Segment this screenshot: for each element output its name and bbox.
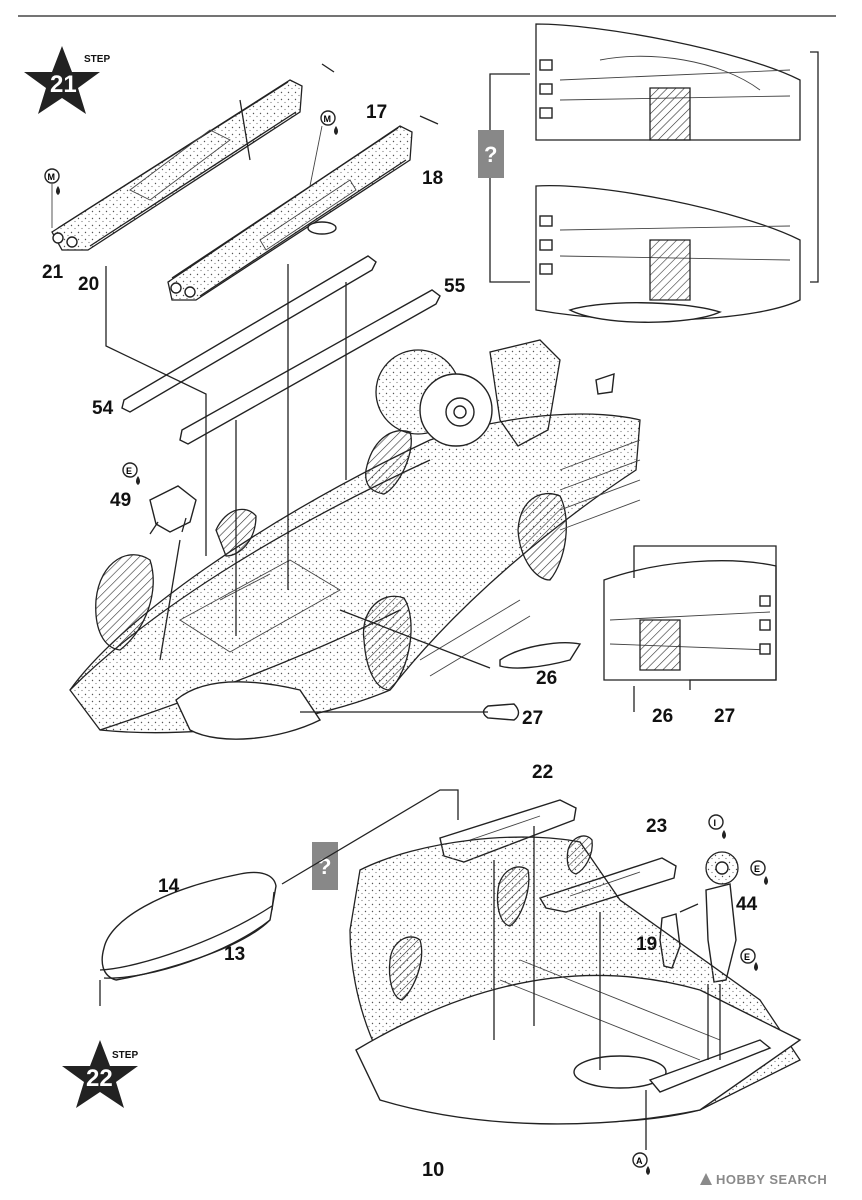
- part-27-piece: [482, 703, 520, 721]
- part-number-27: 27: [522, 708, 543, 729]
- watermark: HOBBY SEARCH: [700, 1172, 827, 1187]
- part-number-17: 17: [366, 102, 387, 123]
- option-mark-1: ?: [478, 130, 504, 178]
- svg-text:I: I: [714, 818, 717, 828]
- part-number-26: 26: [536, 668, 557, 689]
- part-49-bracket: [149, 485, 197, 535]
- panel-part-17-18: [167, 125, 413, 301]
- part-number-21: 21: [42, 262, 64, 283]
- step-22-number: 22: [86, 1065, 113, 1092]
- step-22-badge: STEP 22: [62, 1040, 138, 1108]
- svg-text:A: A: [636, 1156, 643, 1166]
- part-number-22: 22: [532, 762, 553, 783]
- svg-text:M: M: [48, 172, 56, 182]
- detail-inset-bottom: [535, 184, 801, 323]
- paint-marker-m2: M: [309, 110, 338, 187]
- step-21-number: 21: [50, 71, 77, 98]
- step-22-label: STEP: [112, 1050, 138, 1061]
- paint-marker-i1: I: [708, 814, 726, 839]
- part-number-44: 44: [736, 894, 758, 915]
- inset-bracket-right: [810, 51, 819, 283]
- page-number: 10: [422, 1159, 444, 1181]
- part-number-55: 55: [444, 276, 466, 297]
- svg-text:?: ?: [318, 854, 331, 879]
- rail-part-54: [121, 255, 377, 413]
- arrow-to-22: [281, 789, 459, 885]
- paint-marker-m1: M: [44, 168, 60, 228]
- part-26-piece: [499, 642, 582, 669]
- part-number-49: 49: [110, 490, 131, 511]
- svg-text:M: M: [324, 114, 332, 124]
- part-number-14: 14: [158, 876, 180, 897]
- paint-marker-e1: E: [122, 462, 140, 485]
- svg-text:?: ?: [484, 142, 497, 167]
- option-mark-2: ?: [312, 842, 338, 890]
- step-22-leaders: [493, 826, 721, 1150]
- watermark-text: HOBBY SEARCH: [716, 1172, 828, 1187]
- part-number-54: 54: [92, 398, 114, 419]
- gear-part-44: [705, 851, 739, 983]
- hobby-search-logo-icon: [700, 1173, 712, 1185]
- part-number-26-inset: 26: [652, 706, 673, 727]
- svg-text:E: E: [744, 952, 750, 962]
- part-number-27-inset: 27: [714, 706, 735, 727]
- part-number-20: 20: [78, 274, 99, 295]
- part-number-23: 23: [646, 816, 667, 837]
- arrow-17: [419, 115, 439, 125]
- paint-marker-e2: E: [750, 860, 768, 885]
- part-number-19: 19: [636, 934, 657, 955]
- paint-marker-e3: E: [740, 948, 758, 971]
- drop-tank-14-13: [99, 871, 277, 981]
- part-number-18: 18: [422, 168, 443, 189]
- svg-text:E: E: [126, 466, 132, 476]
- step-21-badge: STEP 21: [24, 46, 110, 114]
- svg-text:E: E: [754, 864, 760, 874]
- wing-assembly: [349, 835, 802, 1125]
- step-21-leaders: [105, 264, 491, 713]
- detail-inset-top: [535, 23, 801, 141]
- detail-inset-middle: [603, 545, 777, 712]
- arrow-19: [679, 903, 699, 913]
- step-21-label: STEP: [84, 54, 110, 65]
- panel-part-21-20: [51, 79, 303, 251]
- part-number-13: 13: [224, 944, 245, 965]
- paint-marker-a1: A: [632, 1152, 650, 1175]
- rail-part-55: [179, 289, 441, 445]
- arrow-tank-side: [271, 891, 275, 911]
- arrow-21: [321, 63, 335, 73]
